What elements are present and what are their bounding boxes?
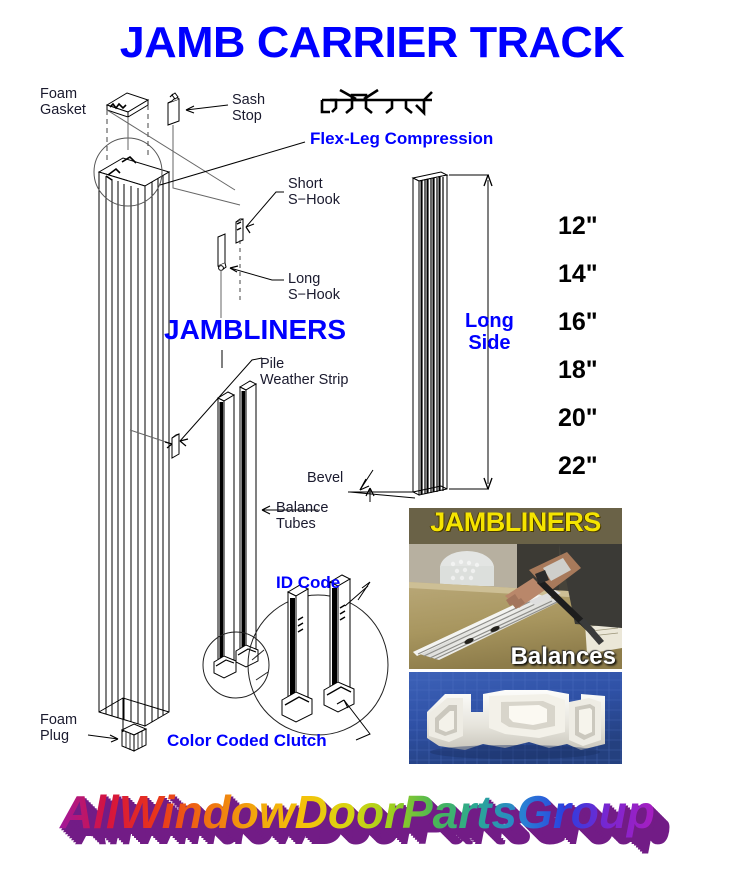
size-item: 22" — [558, 452, 598, 480]
section-heading-jambliners: JAMBLINERS — [164, 314, 347, 345]
label-id-code: ID Code — [276, 573, 341, 592]
svg-text:AllWindowDoorPartsGroup: AllWindowDoorPartsGroup — [61, 788, 657, 840]
balance-tubes — [213, 380, 259, 679]
label-sash-stop: Sash Stop — [232, 92, 266, 125]
svg-text:AllWindowDoorPartsGroup: AllWindowDoorPartsGroup — [69, 796, 665, 848]
short-s-hook-part — [235, 218, 244, 244]
brand-logo-art: AllWindowDoorPartsGroup AllWindowDoorPar… — [59, 786, 671, 854]
long-s-hook-part — [217, 233, 227, 271]
photo-profile-art — [409, 672, 622, 764]
svg-text:AllWindowDoorPartsGroup: AllWindowDoorPartsGroup — [65, 792, 661, 844]
brand-logo-text: AllWindowDoorPartsGroup — [59, 786, 655, 838]
sash-stop-part — [167, 92, 180, 126]
label-foam-gasket: Foam Gasket — [40, 86, 86, 119]
size-item: 12" — [558, 212, 598, 240]
svg-text:AllWindowDoorPartsGroup: AllWindowDoorPartsGroup — [71, 798, 667, 850]
bevel-indicator — [348, 469, 416, 502]
size-item: 18" — [558, 356, 598, 384]
label-foam-plug: Foam Plug — [40, 712, 78, 745]
photo-jambliner-profile — [409, 672, 622, 764]
page-title: JAMB CARRIER TRACK — [119, 18, 625, 67]
svg-text:AllWindowDoorPartsGroup: AllWindowDoorPartsGroup — [67, 794, 663, 846]
label-pile-weather-strip: Pile Weather Strip — [260, 356, 349, 389]
foam-plug-part — [120, 723, 148, 752]
svg-text:AllWindowDoorPartsGroup: AllWindowDoorPartsGroup — [75, 802, 671, 854]
size-item: 14" — [558, 260, 598, 288]
photo-caption-balances: Balances — [510, 643, 616, 669]
photo-jambliners-art — [409, 508, 622, 669]
brand-logo: AllWindowDoorPartsGroup AllWindowDoorPar… — [50, 783, 700, 855]
main-jambliner-extrusion — [97, 157, 171, 727]
svg-text:AllWindowDoorPartsGroup: AllWindowDoorPartsGroup — [73, 800, 669, 852]
photo-caption-jambliners: JAMBLINERS — [430, 508, 601, 537]
label-long-s-hook: Long S−Hook — [288, 271, 340, 304]
label-short-s-hook: Short S−Hook — [288, 176, 340, 209]
size-item: 20" — [558, 404, 598, 432]
long-side-dimension — [449, 174, 493, 490]
flex-leg-section-glyph — [320, 88, 433, 117]
svg-text:AllWindowDoorPartsGroup: AllWindowDoorPartsGroup — [63, 790, 659, 842]
detail-circle-clutch-small — [202, 631, 270, 699]
label-balance-tubes: Balance Tubes — [276, 500, 329, 533]
label-bevel: Bevel — [307, 470, 344, 486]
size-item: 16" — [558, 308, 598, 336]
carrier-track-profile — [411, 171, 449, 496]
label-color-coded-clutch: Color Coded Clutch — [167, 731, 327, 750]
pile-weather-strip-part — [171, 433, 180, 459]
label-long-side: Long Side — [465, 310, 514, 354]
label-flex-leg-compression: Flex-Leg Compression — [310, 129, 494, 148]
size-list: 12" 14" 16" 18" 20" 22" — [558, 212, 668, 481]
detail-circle-clutch-large — [247, 574, 389, 736]
photo-jambliners-balances: JAMBLINERS Balances — [409, 508, 622, 669]
